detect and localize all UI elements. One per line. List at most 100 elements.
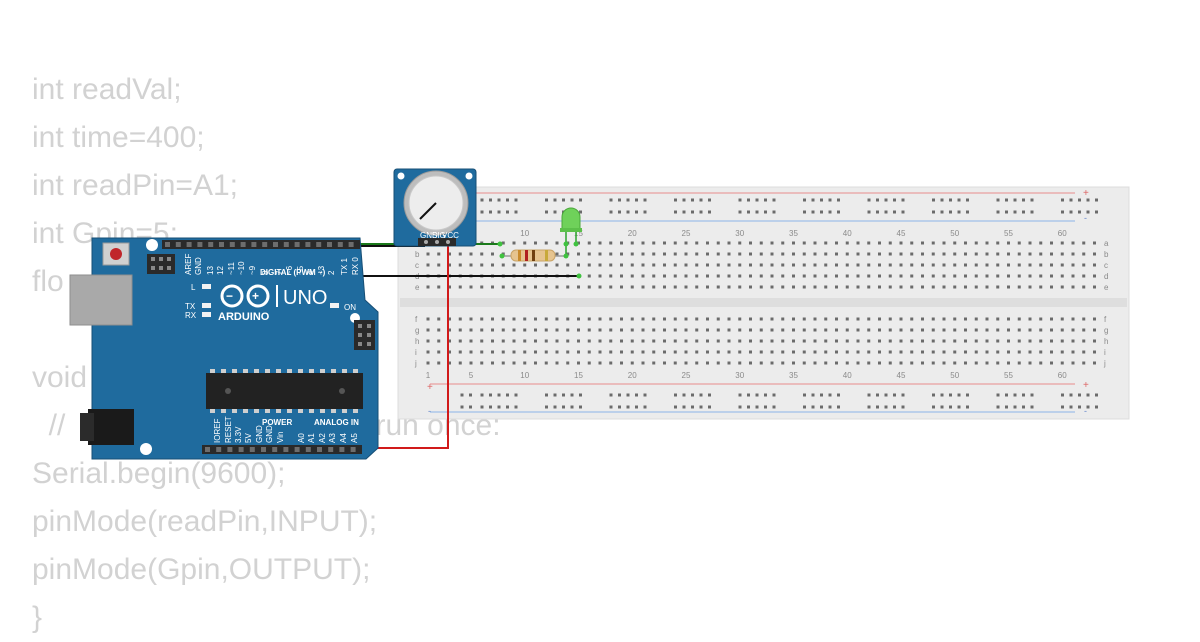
breadboard-hole[interactable] [426, 252, 430, 256]
rail-hole[interactable] [932, 210, 935, 214]
breadboard-hole[interactable] [523, 361, 527, 365]
breadboard-hole[interactable] [1039, 361, 1043, 365]
rail-hole[interactable] [618, 198, 621, 202]
rail-hole[interactable] [514, 210, 518, 214]
rail-hole[interactable] [497, 210, 501, 214]
rail-hole[interactable] [562, 198, 565, 202]
breadboard-hole[interactable] [996, 285, 1000, 289]
rail-hole[interactable] [699, 405, 703, 409]
breadboard-hole[interactable] [770, 317, 774, 321]
rail-hole[interactable] [876, 198, 879, 202]
breadboard-hole[interactable] [706, 274, 709, 278]
breadboard-hole[interactable] [1039, 317, 1043, 321]
rail-hole[interactable] [682, 198, 686, 202]
breadboard-hole[interactable] [738, 241, 742, 245]
rail-hole[interactable] [1061, 393, 1064, 397]
breadboard-hole[interactable] [781, 252, 785, 256]
breadboard-hole[interactable] [609, 339, 613, 343]
breadboard-hole[interactable] [555, 328, 559, 332]
rail-hole[interactable] [876, 405, 879, 409]
breadboard-hole[interactable] [695, 285, 699, 289]
breadboard-hole[interactable] [1050, 263, 1053, 267]
breadboard-hole[interactable] [652, 263, 656, 267]
breadboard-hole[interactable] [1017, 241, 1021, 245]
breadboard-hole[interactable] [1050, 241, 1053, 245]
rail-hole[interactable] [1022, 198, 1025, 202]
breadboard-hole[interactable] [1060, 361, 1064, 365]
header-pin[interactable] [328, 447, 334, 452]
breadboard-hole[interactable] [867, 328, 871, 332]
rail-hole[interactable] [893, 393, 896, 397]
breadboard-hole[interactable] [652, 339, 656, 343]
rail-hole[interactable] [682, 405, 686, 409]
rail-hole[interactable] [609, 405, 613, 409]
breadboard-hole[interactable] [609, 274, 613, 278]
breadboard-hole[interactable] [1060, 263, 1064, 267]
breadboard-hole[interactable] [1071, 317, 1075, 321]
breadboard-hole[interactable] [921, 274, 924, 278]
breadboard-hole[interactable] [1007, 274, 1010, 278]
breadboard-hole[interactable] [1028, 339, 1032, 343]
breadboard-hole[interactable] [641, 252, 645, 256]
rail-hole[interactable] [691, 210, 694, 214]
header-pin[interactable] [208, 242, 214, 247]
rail-hole[interactable] [949, 393, 952, 397]
breadboard-hole[interactable] [630, 317, 634, 321]
breadboard-hole[interactable] [684, 241, 688, 245]
breadboard-hole[interactable] [888, 350, 892, 354]
header-pin[interactable] [316, 242, 322, 247]
breadboard-hole[interactable] [512, 361, 516, 365]
header-pin[interactable] [350, 447, 356, 452]
breadboard-hole[interactable] [867, 317, 871, 321]
breadboard-hole[interactable] [867, 339, 871, 343]
breadboard-hole[interactable] [867, 252, 871, 256]
breadboard-hole[interactable] [630, 350, 634, 354]
breadboard-hole[interactable] [727, 328, 731, 332]
breadboard-hole[interactable] [985, 339, 989, 343]
breadboard-hole[interactable] [706, 361, 709, 365]
rail-hole[interactable] [489, 210, 492, 214]
breadboard-hole[interactable] [1082, 361, 1086, 365]
breadboard-hole[interactable] [426, 328, 430, 332]
breadboard-hole[interactable] [856, 350, 860, 354]
breadboard-hole[interactable] [996, 241, 1000, 245]
rail-hole[interactable] [747, 405, 750, 409]
breadboard-hole[interactable] [598, 241, 602, 245]
breadboard-hole[interactable] [770, 263, 774, 267]
header-pin[interactable] [294, 447, 300, 452]
header-pin[interactable] [229, 242, 235, 247]
breadboard-hole[interactable] [727, 350, 731, 354]
rail-hole[interactable] [811, 405, 815, 409]
breadboard-hole[interactable] [448, 361, 451, 365]
breadboard-hole[interactable] [1060, 350, 1064, 354]
breadboard-hole[interactable] [974, 350, 978, 354]
breadboard-hole[interactable] [824, 350, 828, 354]
breadboard-hole[interactable] [749, 263, 752, 267]
breadboard-hole[interactable] [501, 263, 505, 267]
breadboard-hole[interactable] [620, 328, 623, 332]
breadboard-hole[interactable] [695, 274, 699, 278]
breadboard-hole[interactable] [738, 361, 742, 365]
rail-hole[interactable] [811, 393, 815, 397]
header-pin[interactable] [227, 447, 233, 452]
breadboard-hole[interactable] [437, 317, 441, 321]
rail-hole[interactable] [469, 405, 472, 409]
breadboard-hole[interactable] [663, 252, 666, 256]
breadboard-hole[interactable] [587, 241, 591, 245]
breadboard-hole[interactable] [512, 285, 516, 289]
breadboard-hole[interactable] [706, 350, 709, 354]
breadboard-hole[interactable] [448, 350, 451, 354]
rail-hole[interactable] [755, 210, 759, 214]
breadboard-hole[interactable] [469, 361, 473, 365]
breadboard-hole[interactable] [985, 328, 989, 332]
breadboard-hole[interactable] [845, 252, 849, 256]
rail-hole[interactable] [901, 198, 905, 202]
rail-hole[interactable] [1030, 405, 1034, 409]
breadboard-hole[interactable] [523, 263, 527, 267]
rail-hole[interactable] [820, 393, 823, 397]
rail-hole[interactable] [570, 393, 574, 397]
breadboard-hole[interactable] [867, 274, 871, 278]
rail-hole[interactable] [553, 393, 557, 397]
breadboard-hole[interactable] [480, 328, 484, 332]
breadboard-hole[interactable] [1060, 285, 1064, 289]
